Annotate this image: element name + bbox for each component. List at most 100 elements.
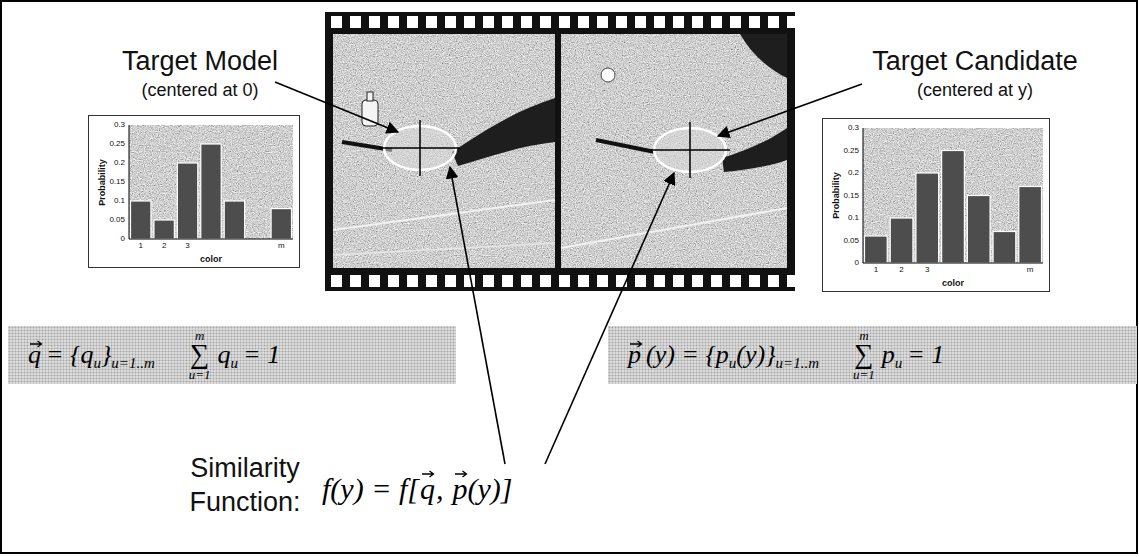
histogram-bar xyxy=(916,173,939,263)
histogram-bar xyxy=(967,196,990,264)
subscript: u xyxy=(231,356,239,371)
formula-band: q= {qu}u=1..mm∑u=1qu= 1 xyxy=(8,326,456,384)
tick-label: 0 xyxy=(855,259,859,267)
formula-symbol: p xyxy=(452,472,467,505)
tick-label: 0.15 xyxy=(843,192,859,200)
axis xyxy=(129,125,293,239)
formula-text: } xyxy=(101,342,111,368)
tick-label: 1 xyxy=(874,266,878,274)
arm xyxy=(740,34,787,78)
vector-arrow-path xyxy=(422,471,434,477)
axis-title: Probability xyxy=(832,172,841,219)
similarity-formula: f(y) = f[q,p(y)] xyxy=(322,472,512,505)
crosshair xyxy=(380,120,460,176)
similarity-title: Similarity Function: xyxy=(165,452,325,520)
histogram-bar xyxy=(890,218,913,263)
histogram-bar xyxy=(865,236,888,263)
arm xyxy=(452,98,555,166)
histogram-box: Probability color 0.3 0.25 0.2 0.15 0.1 0.05 0 1 2… xyxy=(88,115,300,268)
tick-label: 0.2 xyxy=(848,169,859,177)
court-line xyxy=(561,208,787,248)
formula-text: p xyxy=(882,342,895,368)
tick-label: 0.2 xyxy=(114,159,125,167)
histogram-bar xyxy=(942,151,965,264)
vector-arrow-path xyxy=(630,341,642,347)
crosshair xyxy=(650,122,730,178)
sum-limit: u=1 xyxy=(853,368,875,381)
vector-arrow-path xyxy=(455,471,467,477)
target-subtitle: (centered at 0) xyxy=(141,80,258,101)
tick-label: 2 xyxy=(162,242,166,250)
formula-part: f(y) = f[ xyxy=(322,472,419,505)
histogram-bar xyxy=(177,163,197,239)
formula: q= {qu}u=1..mm∑u=1qu= 1 xyxy=(28,329,280,381)
vector-arrow-path xyxy=(30,341,42,347)
tick-label: 3 xyxy=(185,242,189,250)
histogram-bar xyxy=(224,201,244,239)
tick-label: 1 xyxy=(138,242,142,250)
axis-title: color xyxy=(200,255,222,264)
histogram-plot xyxy=(89,116,299,267)
formula-part: , xyxy=(436,472,444,505)
formula-symbol: q xyxy=(420,472,435,505)
sprocket-holes xyxy=(325,16,795,28)
formula-text: q xyxy=(218,342,231,368)
formula-text: (y) = {p xyxy=(646,342,729,368)
video-frame xyxy=(333,34,555,268)
formula-text: = 1 xyxy=(907,342,944,368)
tick-label: 0.05 xyxy=(109,216,125,224)
formula-text: q xyxy=(28,342,41,368)
plot-area xyxy=(129,125,293,239)
tick-label: 0.3 xyxy=(114,121,125,129)
axis xyxy=(863,128,1043,263)
subscript: u=1..m xyxy=(111,356,154,371)
sum-limit: m xyxy=(859,329,868,342)
sum-limit: u=1 xyxy=(189,368,211,381)
tick-label: 0.1 xyxy=(848,214,859,222)
sum-sign: ∑ xyxy=(190,342,209,368)
axis-title: Probability xyxy=(98,159,107,206)
formula: p(y) = {pu(y)}u=1..mm∑u=1pu= 1 xyxy=(628,329,944,381)
subscript: u xyxy=(895,356,903,371)
ball xyxy=(601,68,615,82)
formula-part: (y)] xyxy=(467,472,512,505)
court-line xyxy=(333,200,555,230)
tick-label: 0.3 xyxy=(848,124,859,132)
target-subtitle: (centered at y) xyxy=(917,80,1033,101)
vector-arrow xyxy=(421,470,435,478)
tick-label: 0.25 xyxy=(109,140,125,148)
court-line xyxy=(333,243,555,255)
formula-text: (y)} xyxy=(736,342,775,368)
tick-label: 0.15 xyxy=(109,178,125,186)
formula-text: = {q xyxy=(46,342,93,368)
axis-title: color xyxy=(942,279,964,288)
formula-band: p(y) = {pu(y)}u=1..mm∑u=1pu= 1 xyxy=(608,326,1137,384)
leader-arrow xyxy=(545,173,674,464)
arm xyxy=(722,128,787,172)
plot-area xyxy=(863,128,1043,263)
sprocket-holes xyxy=(325,275,795,287)
formula-text: p xyxy=(628,342,641,368)
bottle-neck xyxy=(367,92,373,101)
target-title: Target Model xyxy=(122,46,278,77)
summation: m∑u=1 xyxy=(853,329,875,381)
vector-arrow xyxy=(29,340,43,348)
tick-label: 0.05 xyxy=(843,237,859,245)
subscript: u xyxy=(729,356,737,371)
histogram-bar xyxy=(271,209,291,239)
tick-label: 0 xyxy=(121,235,125,243)
sum-limit: m xyxy=(195,329,204,342)
video-frame xyxy=(561,34,787,268)
frame-scene xyxy=(333,34,787,255)
target-title: Target Candidate xyxy=(872,46,1078,77)
histogram-bar xyxy=(154,220,174,239)
formula-text: = 1 xyxy=(243,342,280,368)
stick xyxy=(596,140,655,152)
subscript: u xyxy=(93,356,101,371)
tick-label: 0.1 xyxy=(114,197,125,205)
leader-arrow xyxy=(450,167,505,464)
sum-sign: ∑ xyxy=(854,342,873,368)
tick-label: 0.25 xyxy=(843,147,859,155)
